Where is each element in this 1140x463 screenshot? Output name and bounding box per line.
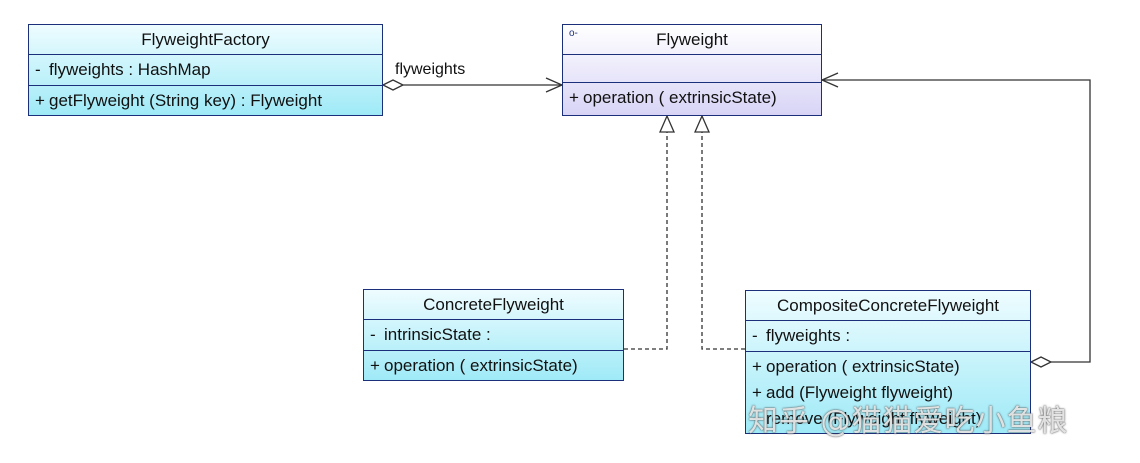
visibility-marker: + xyxy=(752,357,762,376)
attributes-section: -flyweights : HashMap xyxy=(29,55,382,86)
visibility-marker: + xyxy=(752,383,762,402)
visibility-marker: + xyxy=(35,91,45,110)
hollow-triangle-arrowhead xyxy=(694,114,710,133)
aggregation-factory-to-flyweight xyxy=(381,77,564,93)
class-composite-concrete-flyweight[interactable]: CompositeConcreteFlyweight -flyweights :… xyxy=(745,290,1031,434)
visibility-marker: - xyxy=(35,60,41,79)
interface-flyweight[interactable]: o- Flyweight +operation ( extrinsicState… xyxy=(562,24,822,116)
attribute-text: flyweights : xyxy=(766,326,851,345)
aggregation-diamond xyxy=(1029,356,1053,368)
operation-text: getFlyweight (String key) : Flyweight xyxy=(49,91,323,110)
operation-row: +add (Flyweight flyweight) xyxy=(752,380,1024,406)
attributes-section: -intrinsicState : xyxy=(364,320,623,351)
watermark: 知乎 @猫猫爱吃小鱼粮 xyxy=(748,404,1069,439)
visibility-marker: - xyxy=(752,326,758,345)
attribute-text: intrinsicState : xyxy=(384,325,491,344)
operation-row: +operation ( extrinsicState) xyxy=(569,85,815,111)
class-flyweight-factory[interactable]: FlyweightFactory -flyweights : HashMap +… xyxy=(28,24,383,116)
operations-section: +operation ( extrinsicState) xyxy=(563,83,821,113)
operation-row: +remove (Flyweight flyweight) xyxy=(752,406,1024,432)
attribute-row: -flyweights : HashMap xyxy=(35,57,376,83)
hollow-triangle-arrowhead xyxy=(659,114,675,133)
attributes-section xyxy=(563,55,821,83)
realization-concrete-to-flyweight xyxy=(624,114,675,350)
class-concrete-flyweight[interactable]: ConcreteFlyweight -intrinsicState : +ope… xyxy=(363,289,624,381)
operation-text: add (Flyweight flyweight) xyxy=(766,383,954,402)
attribute-row: -intrinsicState : xyxy=(370,322,617,348)
visibility-marker: + xyxy=(370,356,380,375)
realization-composite-to-flyweight xyxy=(694,114,745,350)
attributes-section: -flyweights : xyxy=(746,321,1030,352)
association-label: flyweights xyxy=(395,61,466,78)
operations-section: +operation ( extrinsicState) xyxy=(364,351,623,381)
operations-section: +getFlyweight (String key) : Flyweight xyxy=(29,86,382,116)
class-name-row: o- Flyweight xyxy=(563,25,821,55)
class-name: ConcreteFlyweight xyxy=(364,290,623,320)
class-name: Flyweight xyxy=(656,30,728,49)
aggregation-diamond xyxy=(381,79,405,91)
visibility-marker: + xyxy=(569,88,579,107)
operation-text: operation ( extrinsicState) xyxy=(384,356,578,375)
operation-text: operation ( extrinsicState) xyxy=(766,357,960,376)
class-name: FlyweightFactory xyxy=(29,25,382,55)
attribute-row: -flyweights : xyxy=(752,323,1024,349)
operation-row: +getFlyweight (String key) : Flyweight xyxy=(35,88,376,114)
attribute-text: flyweights : HashMap xyxy=(49,60,211,79)
operation-row: +operation ( extrinsicState) xyxy=(752,354,1024,380)
interface-icon: o- xyxy=(569,28,578,39)
visibility-marker: + xyxy=(752,409,762,428)
class-name: CompositeConcreteFlyweight xyxy=(746,291,1030,321)
open-arrowhead xyxy=(820,72,839,88)
operation-text: remove (Flyweight flyweight) xyxy=(766,409,982,428)
operation-row: +operation ( extrinsicState) xyxy=(370,353,617,379)
aggregation-composite-to-flyweight xyxy=(820,72,1091,368)
operation-text: operation ( extrinsicState) xyxy=(583,88,777,107)
visibility-marker: - xyxy=(370,325,376,344)
operations-section: +operation ( extrinsicState) +add (Flywe… xyxy=(746,352,1030,434)
